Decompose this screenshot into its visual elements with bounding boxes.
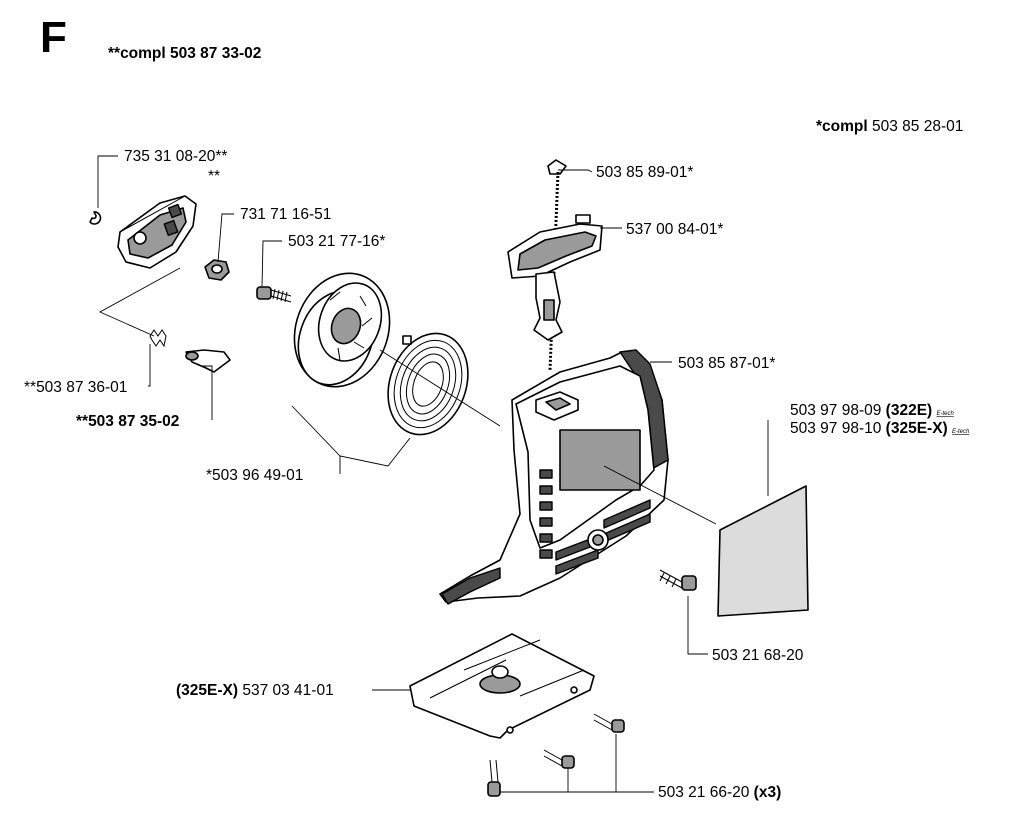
header-kit-label: **compl 503 87 33-02 xyxy=(108,45,261,62)
retaining-clip xyxy=(89,211,102,225)
decal-labels: 503 97 98-09 (322E) E-tech 503 97 98-10 … xyxy=(790,402,970,437)
label-537-00-84-01: 537 00 84-01* xyxy=(626,221,723,238)
label-503-85-89-01: 503 85 89-01* xyxy=(596,164,693,181)
label-503-96-49-01: *503 96 49-01 xyxy=(206,467,303,484)
kit-star-label: *compl 503 85 28-01 xyxy=(816,118,963,135)
screw-pulley xyxy=(256,286,292,303)
label-537-03-41-01: (325E-X) 537 03 41-01 xyxy=(176,682,334,699)
decal-sticker xyxy=(717,485,809,617)
starter-pawl-cover xyxy=(117,195,197,269)
rope-pulley xyxy=(293,272,391,388)
rope-knot-clip xyxy=(547,159,567,175)
kit-star-prefix: *compl xyxy=(816,118,868,135)
flange-nut xyxy=(204,259,230,281)
label-731-71-16-51: 731 71 16-51 xyxy=(240,206,331,223)
screw-housing xyxy=(659,569,697,591)
screw-plate-1 xyxy=(593,713,625,733)
screw-plate-2 xyxy=(543,749,575,769)
label-503-21-66-20: 503 21 66-20 (x3) xyxy=(658,784,781,801)
label-double-star: ** xyxy=(208,168,220,185)
label-503-87-36-01: **503 87 36-01 xyxy=(24,379,127,396)
kit-star-number: 503 85 28-01 xyxy=(872,118,963,135)
label-503-21-77-16: 503 21 77-16* xyxy=(288,233,385,250)
section-letter: F xyxy=(40,13,67,62)
starter-pawl xyxy=(185,349,231,373)
decal-label-325e-x: 503 97 98-10 (325E-X) E-tech xyxy=(790,420,970,437)
leader-lines xyxy=(97,155,769,793)
screw-plate-3 xyxy=(487,759,501,797)
label-503-21-68-20: 503 21 68-20 xyxy=(712,647,804,664)
label-735-31-08-20: 735 31 08-20** xyxy=(124,148,227,165)
label-503-87-35-02: **503 87 35-02 xyxy=(76,413,179,430)
pawl-spring xyxy=(149,329,167,348)
label-503-85-87-01: 503 85 87-01* xyxy=(678,355,775,372)
return-spring xyxy=(387,332,469,436)
decal-label-322e: 503 97 98-09 (322E) E-tech xyxy=(790,402,955,419)
starter-housing xyxy=(439,349,669,605)
mounting-plate xyxy=(409,633,595,739)
starter-handle xyxy=(507,214,603,341)
